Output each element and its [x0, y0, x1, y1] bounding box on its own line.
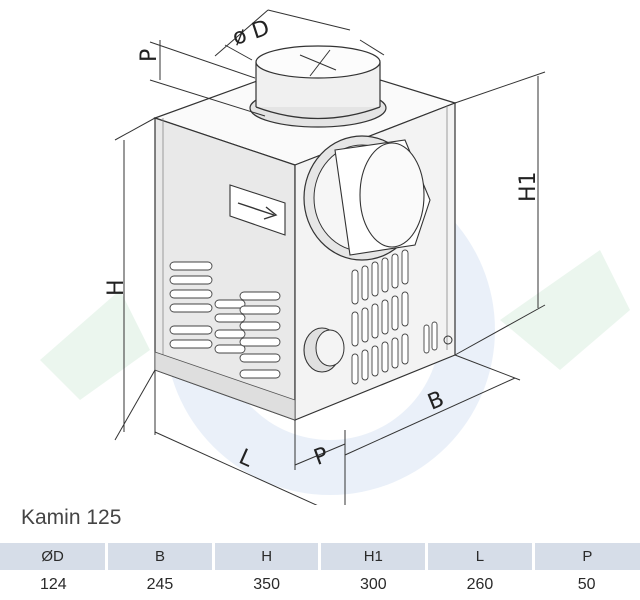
spec-header-cell: P	[531, 543, 640, 570]
spec-value-cell: 350	[253, 576, 280, 593]
spec-value-cell: 245	[146, 576, 174, 593]
dimension-lines	[114, 9, 546, 505]
spec-header-cell: H1	[318, 543, 427, 570]
arrow-right-icon	[237, 202, 278, 220]
spec-header-cell: ØD	[0, 543, 107, 570]
spec-table: ØD B H H1 L P 124 245 350 300 260 50	[0, 543, 640, 600]
spec-value-cell: 50	[577, 576, 596, 593]
spec-value-cell: 260	[466, 576, 494, 593]
side-inlet-pipe	[303, 135, 431, 261]
top-outlet-pipe	[249, 45, 387, 128]
cable-gland	[303, 327, 345, 373]
spec-header-cell: H	[211, 543, 320, 570]
fan-box-drawing: ø D P H1 H B L P	[40, 9, 630, 505]
front-vent-slots	[169, 261, 281, 379]
spec-header-row: ØD B H H1 L P	[0, 543, 640, 570]
spec-value-cell: 124	[39, 576, 67, 593]
table-row: 124 245 350 300 260 50	[0, 570, 640, 600]
side-vent-slots	[351, 249, 438, 385]
dimension-label-h1: H1	[516, 171, 541, 202]
spec-value-cell: 300	[359, 576, 387, 593]
spec-header-cell: B	[105, 543, 214, 570]
dimension-label-p-top: P	[137, 49, 162, 62]
model-title: Kamin 125	[21, 506, 122, 529]
arrow-plate	[229, 184, 286, 236]
dimension-label-h: H	[104, 279, 129, 296]
dimension-label-d: ø D	[229, 16, 272, 51]
spec-header-cell: L	[425, 543, 534, 570]
